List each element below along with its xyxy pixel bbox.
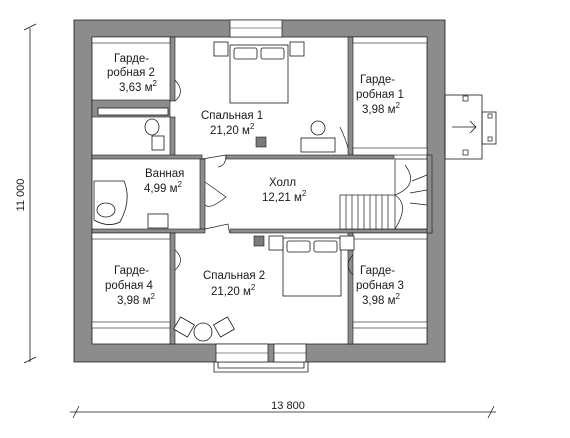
bed-bedroom-2 <box>268 235 355 297</box>
room-bedroom-1-area: 21,20 м2 <box>210 122 255 137</box>
desk-bedroom-1 <box>300 120 336 153</box>
room-wardrobe-4-area: 3,98 м2 <box>117 292 155 307</box>
room-bedroom-1-name: Спальная 1 <box>201 110 263 122</box>
room-hall-name: Холл <box>269 177 296 189</box>
room-wardrobe-2: Гарде- робная 2 3,63 м2 <box>107 53 157 94</box>
room-hall: Холл 12,21 м2 <box>262 177 307 204</box>
room-wardrobe-2-name-line-1: Гарде- <box>114 53 149 65</box>
room-wardrobe-1-area: 3,98 м2 <box>362 101 400 116</box>
balcony-posts <box>462 95 493 156</box>
room-wardrobe-1: Гарде- робная 1 3,98 м2 <box>356 74 404 116</box>
chimney-bedroom-2 <box>253 235 265 247</box>
wardrobe-shelving <box>91 36 428 329</box>
balcony <box>444 94 497 160</box>
room-wardrobe-4-name-line-2: робная 4 <box>105 280 154 292</box>
room-bathroom-area: 4,99 м2 <box>144 180 182 195</box>
bathroom-fixtures <box>93 107 169 229</box>
room-bedroom-2-area: 21,20 м2 <box>211 283 256 298</box>
room-wardrobe-3-area: 3,98 м2 <box>362 292 400 307</box>
room-bathroom-name: Ванная <box>145 168 184 180</box>
room-bedroom-2: Спальная 2 21,20 м2 <box>203 270 265 298</box>
room-bedroom-2-name: Спальная 2 <box>203 270 265 282</box>
room-wardrobe-3-name-line-2: робная 3 <box>356 280 404 292</box>
room-wardrobe-3-name-line-1: Гарде- <box>360 265 395 277</box>
room-wardrobe-2-area: 3,63 м2 <box>119 79 157 94</box>
bed-bedroom-1 <box>213 41 305 104</box>
width-dimension-label: 13 800 <box>271 400 305 412</box>
exterior-walls <box>73 19 446 363</box>
dimension-lines <box>23 23 496 419</box>
room-wardrobe-1-name-line-2: робная 1 <box>356 89 404 101</box>
room-wardrobe-4-name-line-1: Гарде- <box>114 265 149 277</box>
staircase <box>339 158 428 230</box>
room-wardrobe-4: Гарде- робная 4 3,98 м2 <box>105 265 155 307</box>
room-bedroom-1: Спальная 1 21,20 м2 <box>201 110 263 137</box>
room-bathroom: Ванная 4,99 м2 <box>144 168 184 195</box>
room-wardrobe-2-name-line-2: робная 2 <box>107 67 155 79</box>
room-wardrobe-1-name-line-1: Гарде- <box>360 74 395 86</box>
height-dimension-label: 11 000 <box>15 179 27 212</box>
doors <box>174 79 354 276</box>
chimney-bedroom-1 <box>255 136 267 148</box>
room-hall-area: 12,21 м2 <box>262 189 307 204</box>
bay-window <box>213 362 309 373</box>
window-glazing <box>216 27 306 354</box>
room-wardrobe-3: Гарде- робная 3 3,98 м2 <box>356 265 404 307</box>
armchairs-bedroom-2 <box>173 316 235 342</box>
